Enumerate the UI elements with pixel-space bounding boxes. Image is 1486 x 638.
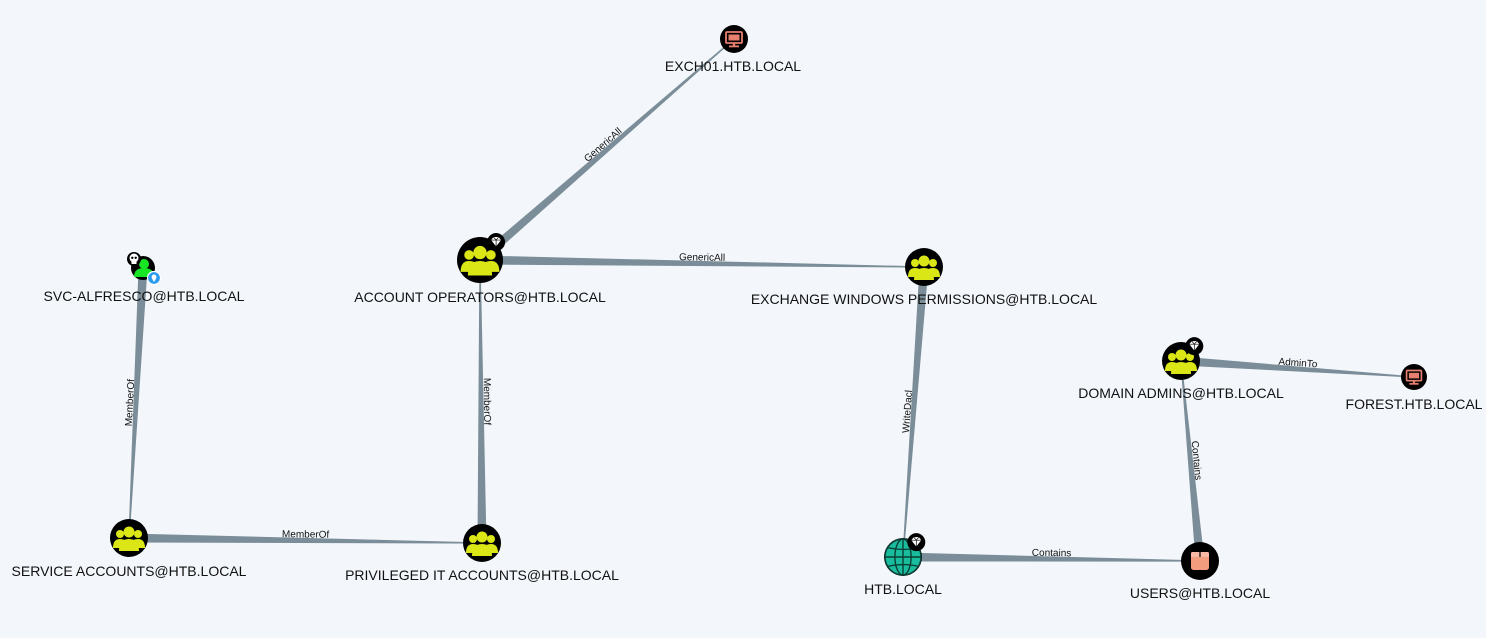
edge-label-group: MemberOf <box>282 529 330 541</box>
edge-service_accounts-privileged_it_accounts[interactable] <box>128 533 482 544</box>
node-label: FOREST.HTB.LOCAL <box>1346 396 1483 412</box>
edge-domain_admins-forest[interactable] <box>1180 356 1414 378</box>
node-exchange-windows-permissions[interactable]: EXCHANGE WINDOWS PERMISSIONS@HTB.LOCAL <box>751 248 1098 307</box>
map-pin-icon <box>146 270 162 286</box>
node-users[interactable]: USERS@HTB.LOCAL <box>1130 542 1270 601</box>
skull-icon <box>127 252 141 266</box>
node-privileged-it-accounts[interactable]: PRIVILEGED IT ACCOUNTS@HTB.LOCAL <box>345 524 619 583</box>
edge-svc_alfresco-service_accounts[interactable] <box>128 267 148 538</box>
edge-exchange_windows_permissions-htb_local[interactable] <box>902 266 929 557</box>
node-exch01[interactable]: EXCH01.HTB.LOCAL <box>665 25 801 74</box>
node-label: USERS@HTB.LOCAL <box>1130 585 1270 601</box>
node-service-accounts[interactable]: SERVICE ACCOUNTS@HTB.LOCAL <box>12 519 247 579</box>
node-label: EXCH01.HTB.LOCAL <box>665 58 801 74</box>
node-domain-admins[interactable]: DOMAIN ADMINS@HTB.LOCAL <box>1078 337 1284 401</box>
monitor-icon <box>1405 369 1423 385</box>
node-forest[interactable]: FOREST.HTB.LOCAL <box>1346 364 1483 412</box>
users-icon <box>460 245 500 276</box>
monitor-icon <box>725 31 743 48</box>
edge-label-group: WriteDacl <box>901 390 915 434</box>
edge-privileged_it_accounts-account_operators[interactable] <box>477 260 487 543</box>
node-svc-alfresco[interactable]: SVC-ALFRESCO@HTB.LOCAL <box>44 252 245 304</box>
node-circle <box>463 524 501 562</box>
node-htb-local[interactable]: HTB.LOCAL <box>864 533 942 597</box>
node-account-operators[interactable]: ACCOUNT OPERATORS@HTB.LOCAL <box>354 233 606 305</box>
node-label: SVC-ALFRESCO@HTB.LOCAL <box>44 288 245 304</box>
edge-account_operators-exch01[interactable] <box>477 38 735 264</box>
users-icon <box>466 531 498 556</box>
users-icon <box>908 255 940 280</box>
users-icon <box>113 526 145 551</box>
edge-label-group: MemberOf <box>481 378 492 426</box>
edge-label: MemberOf <box>282 529 330 541</box>
edge-label: MemberOf <box>124 379 137 427</box>
edge-label-group: GenericAll <box>679 252 725 264</box>
node-label: ACCOUNT OPERATORS@HTB.LOCAL <box>354 289 606 305</box>
edge-label: GenericAll <box>679 252 725 264</box>
node-label: SERVICE ACCOUNTS@HTB.LOCAL <box>12 563 247 579</box>
edge-label: MemberOf <box>481 378 492 426</box>
node-circle <box>110 519 148 557</box>
edge-users-domain_admins[interactable] <box>1180 360 1205 562</box>
node-label: DOMAIN ADMINS@HTB.LOCAL <box>1078 385 1284 401</box>
edges-layer <box>128 38 1414 562</box>
users-icon <box>1165 349 1197 374</box>
node-label: EXCHANGE WINDOWS PERMISSIONS@HTB.LOCAL <box>751 291 1098 307</box>
edge-label: AdminTo <box>1278 357 1318 371</box>
gem-icon <box>487 233 506 252</box>
gem-icon <box>907 533 926 552</box>
gem-icon <box>1185 337 1204 356</box>
edge-label-group: Contains <box>1032 548 1072 560</box>
box-icon <box>1191 552 1209 570</box>
edge-htb_local-users[interactable] <box>902 552 1200 562</box>
edge-account_operators-exchange_windows_permissions[interactable] <box>479 255 924 268</box>
node-circle <box>905 248 943 286</box>
edge-label: WriteDacl <box>901 390 915 434</box>
nodes-layer: EXCH01.HTB.LOCAL ACCOUNT OPERATORS@HTB.LO… <box>12 25 1483 601</box>
edge-label: Contains <box>1032 548 1072 560</box>
edge-label-group: Contains <box>1189 440 1204 480</box>
edge-label-group: AdminTo <box>1278 357 1318 371</box>
edge-label-group: MemberOf <box>124 379 137 427</box>
node-label: HTB.LOCAL <box>864 581 942 597</box>
edge-label: Contains <box>1189 440 1204 480</box>
node-label: PRIVILEGED IT ACCOUNTS@HTB.LOCAL <box>345 567 619 583</box>
